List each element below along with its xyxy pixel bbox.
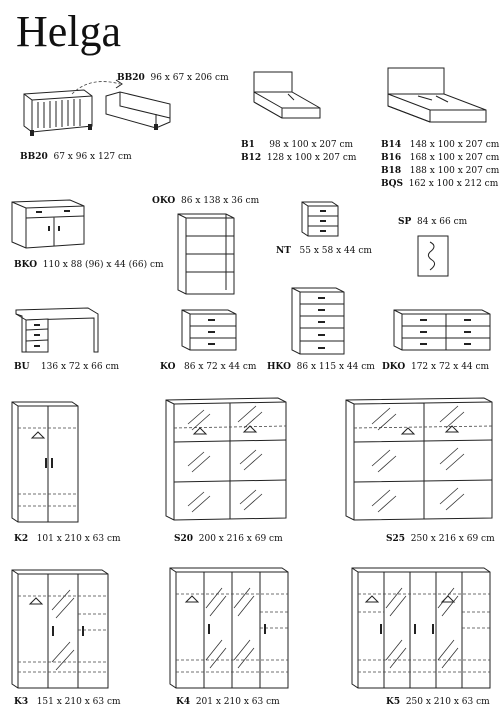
item-code: SP bbox=[398, 217, 412, 227]
item-code: B1 bbox=[241, 140, 255, 150]
item-b12-label: B12 128 x 100 x 207 cm bbox=[241, 153, 356, 164]
item-dko-label: DKO 172 x 72 x 44 cm bbox=[382, 362, 489, 373]
wardrobe-3-doors-illustration bbox=[10, 566, 110, 690]
item-dims: 168 x 100 x 207 cm bbox=[409, 153, 500, 163]
item-dims: 101 x 210 x 63 cm bbox=[36, 534, 121, 544]
item-code: B12 bbox=[241, 153, 262, 163]
arrow-icon bbox=[70, 76, 126, 98]
item-oko-label: OKO 86 x 138 x 36 cm bbox=[152, 196, 259, 207]
item-code: BQS bbox=[381, 179, 403, 189]
item-code: B14 bbox=[381, 140, 402, 150]
item-k4-label: K4 201 x 210 x 63 cm bbox=[176, 697, 280, 708]
changing-dresser-illustration bbox=[10, 196, 90, 252]
item-nt-label: NT 55 x 58 x 44 cm bbox=[276, 246, 372, 257]
desk-illustration bbox=[14, 304, 100, 354]
item-code: DKO bbox=[382, 362, 406, 372]
item-code: K3 bbox=[14, 697, 29, 707]
item-dims: 172 x 72 x 44 cm bbox=[410, 362, 490, 372]
item-code: KO bbox=[160, 362, 176, 372]
item-dims: 86 x 115 x 44 cm bbox=[296, 362, 375, 372]
item-code: B16 bbox=[381, 153, 402, 163]
item-b1-label: B1 98 x 100 x 207 cm bbox=[241, 140, 353, 151]
item-k2-label: K2 101 x 210 x 63 cm bbox=[14, 534, 121, 545]
item-b18-label: B18 188 x 100 x 207 cm bbox=[381, 166, 499, 177]
item-code: S20 bbox=[174, 534, 194, 544]
item-dims: 98 x 100 x 207 cm bbox=[269, 140, 354, 150]
double-bed-illustration bbox=[384, 66, 490, 132]
item-code: K2 bbox=[14, 534, 29, 544]
item-s20-label: S20 200 x 216 x 69 cm bbox=[174, 534, 283, 545]
item-bko-label: BKO 110 x 88 (96) x 44 (66) cm bbox=[14, 260, 164, 271]
single-bed-illustration bbox=[244, 70, 324, 126]
tall-chest-illustration bbox=[290, 284, 346, 356]
item-code: NT bbox=[276, 246, 291, 256]
item-code: BB20 bbox=[117, 73, 145, 83]
item-code: B18 bbox=[381, 166, 402, 176]
item-code: K5 bbox=[386, 697, 401, 707]
item-dims: 67 x 96 x 127 cm bbox=[53, 152, 132, 162]
item-bb20-crib-label: BB20 67 x 96 x 127 cm bbox=[20, 152, 132, 163]
item-dims: 151 x 210 x 63 cm bbox=[36, 697, 121, 707]
item-dims: 250 x 216 x 69 cm bbox=[410, 534, 495, 544]
item-sp-label: SP 84 x 66 cm bbox=[398, 217, 467, 228]
junior-bed-illustration bbox=[104, 86, 172, 130]
mirror-illustration bbox=[416, 234, 450, 278]
item-hko-label: HKO 86 x 115 x 44 cm bbox=[267, 362, 375, 373]
item-code: HKO bbox=[267, 362, 291, 372]
item-dims: 86 x 138 x 36 cm bbox=[181, 196, 260, 206]
item-dims: 128 x 100 x 207 cm bbox=[266, 153, 357, 163]
item-code: BB20 bbox=[20, 152, 48, 162]
sliding-wardrobe-s25-illustration bbox=[344, 394, 494, 522]
item-code: OKO bbox=[152, 196, 176, 206]
item-code: BKO bbox=[14, 260, 38, 270]
wardrobe-5-doors-illustration bbox=[350, 564, 492, 690]
item-code: BU bbox=[14, 362, 30, 372]
item-dims: 148 x 100 x 207 cm bbox=[409, 140, 500, 150]
item-s25-label: S25 250 x 216 x 69 cm bbox=[386, 534, 495, 545]
open-shelf-illustration bbox=[176, 210, 238, 296]
wardrobe-4-doors-illustration bbox=[168, 564, 290, 690]
item-dims: 188 x 100 x 207 cm bbox=[409, 166, 500, 176]
item-b14-label: B14 148 x 100 x 207 cm bbox=[381, 140, 499, 151]
nightstand-illustration bbox=[300, 198, 340, 238]
catalog-title: Helga bbox=[16, 7, 122, 56]
item-dims: 84 x 66 cm bbox=[417, 217, 468, 227]
item-dims: 136 x 72 x 66 cm bbox=[40, 362, 120, 372]
item-bqs-label: BQS 162 x 100 x 212 cm bbox=[381, 179, 498, 190]
item-dims: 162 x 100 x 212 cm bbox=[408, 179, 499, 189]
item-dims: 96 x 67 x 206 cm bbox=[150, 73, 229, 83]
sliding-wardrobe-s20-illustration bbox=[164, 394, 288, 522]
item-bb20-bed-label: BB20 96 x 67 x 206 cm bbox=[117, 73, 229, 84]
wardrobe-2-doors-illustration bbox=[10, 398, 80, 524]
item-dims: 86 x 72 x 44 cm bbox=[184, 362, 257, 372]
item-b16-label: B16 168 x 100 x 207 cm bbox=[381, 153, 499, 164]
item-code: S25 bbox=[386, 534, 406, 544]
item-dims: 110 x 88 (96) x 44 (66) cm bbox=[42, 260, 164, 270]
item-k3-label: K3 151 x 210 x 63 cm bbox=[14, 697, 121, 708]
item-dims: 55 x 58 x 44 cm bbox=[299, 246, 372, 256]
item-dims: 250 x 210 x 63 cm bbox=[405, 697, 490, 707]
item-dims: 201 x 210 x 63 cm bbox=[195, 697, 280, 707]
item-bu-label: BU 136 x 72 x 66 cm bbox=[14, 362, 119, 373]
item-code: K4 bbox=[176, 697, 191, 707]
item-ko-label: KO 86 x 72 x 44 cm bbox=[160, 362, 256, 373]
chest-3-drawers-illustration bbox=[180, 306, 238, 352]
item-dims: 200 x 216 x 69 cm bbox=[198, 534, 283, 544]
item-k5-label: K5 250 x 210 x 63 cm bbox=[386, 697, 490, 708]
double-chest-illustration bbox=[392, 306, 492, 354]
crib-illustration bbox=[18, 78, 98, 136]
